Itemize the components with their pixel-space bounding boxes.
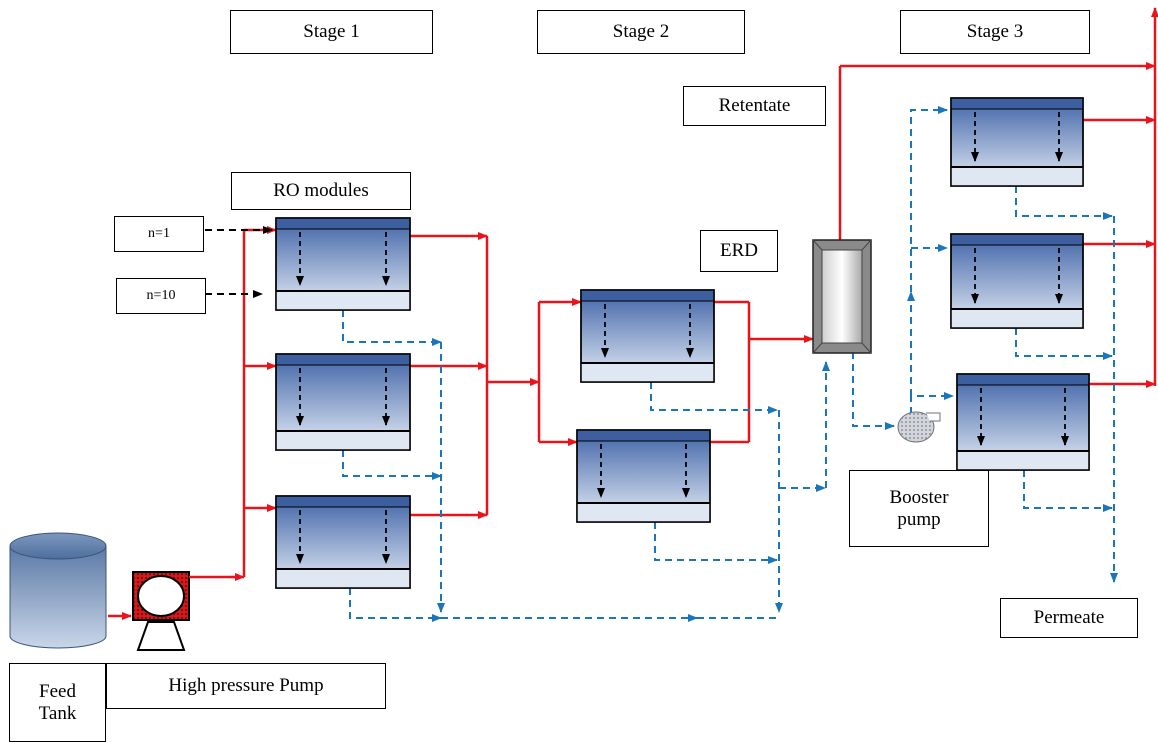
erd-device [812, 239, 872, 354]
n1-label: n=1 [114, 216, 204, 252]
module-count-lines [205, 226, 273, 298]
ro-module [950, 97, 1084, 187]
retentate-label: Retentate [683, 86, 826, 126]
ro-module [580, 289, 715, 383]
erd-label: ERD [700, 230, 778, 272]
feed-tank-label-line2: Tank [38, 702, 77, 724]
ro-module [275, 217, 411, 311]
booster-pump-icon [897, 411, 941, 443]
booster-pump-label: Booster pump [849, 470, 989, 547]
high-pressure-pump-icon [132, 571, 190, 651]
ro-modules [275, 97, 1090, 589]
feed-tank-label: Feed Tank [9, 663, 106, 742]
feed-lines [108, 7, 1158, 620]
stage-3-label: Stage 3 [900, 10, 1090, 54]
stage-1-label: Stage 1 [230, 10, 433, 54]
permeate-label: Permeate [1000, 598, 1138, 638]
booster-pump-label-line2: pump [897, 508, 941, 530]
ro-module [950, 233, 1084, 329]
feed-tank-label-line1: Feed [39, 680, 76, 702]
booster-pump-label-line1: Booster [889, 486, 949, 508]
n10-label: n=10 [116, 278, 206, 314]
ro-module [956, 373, 1090, 471]
ro-module [275, 353, 411, 451]
ro-modules-label: RO modules [231, 172, 411, 210]
ro-module [576, 429, 711, 523]
ro-module [275, 495, 411, 589]
high-pressure-pump-label: High pressure Pump [106, 663, 386, 709]
feed-tank [9, 532, 107, 649]
permeate-lines [342, 106, 1118, 622]
stage-2-label: Stage 2 [537, 10, 745, 54]
